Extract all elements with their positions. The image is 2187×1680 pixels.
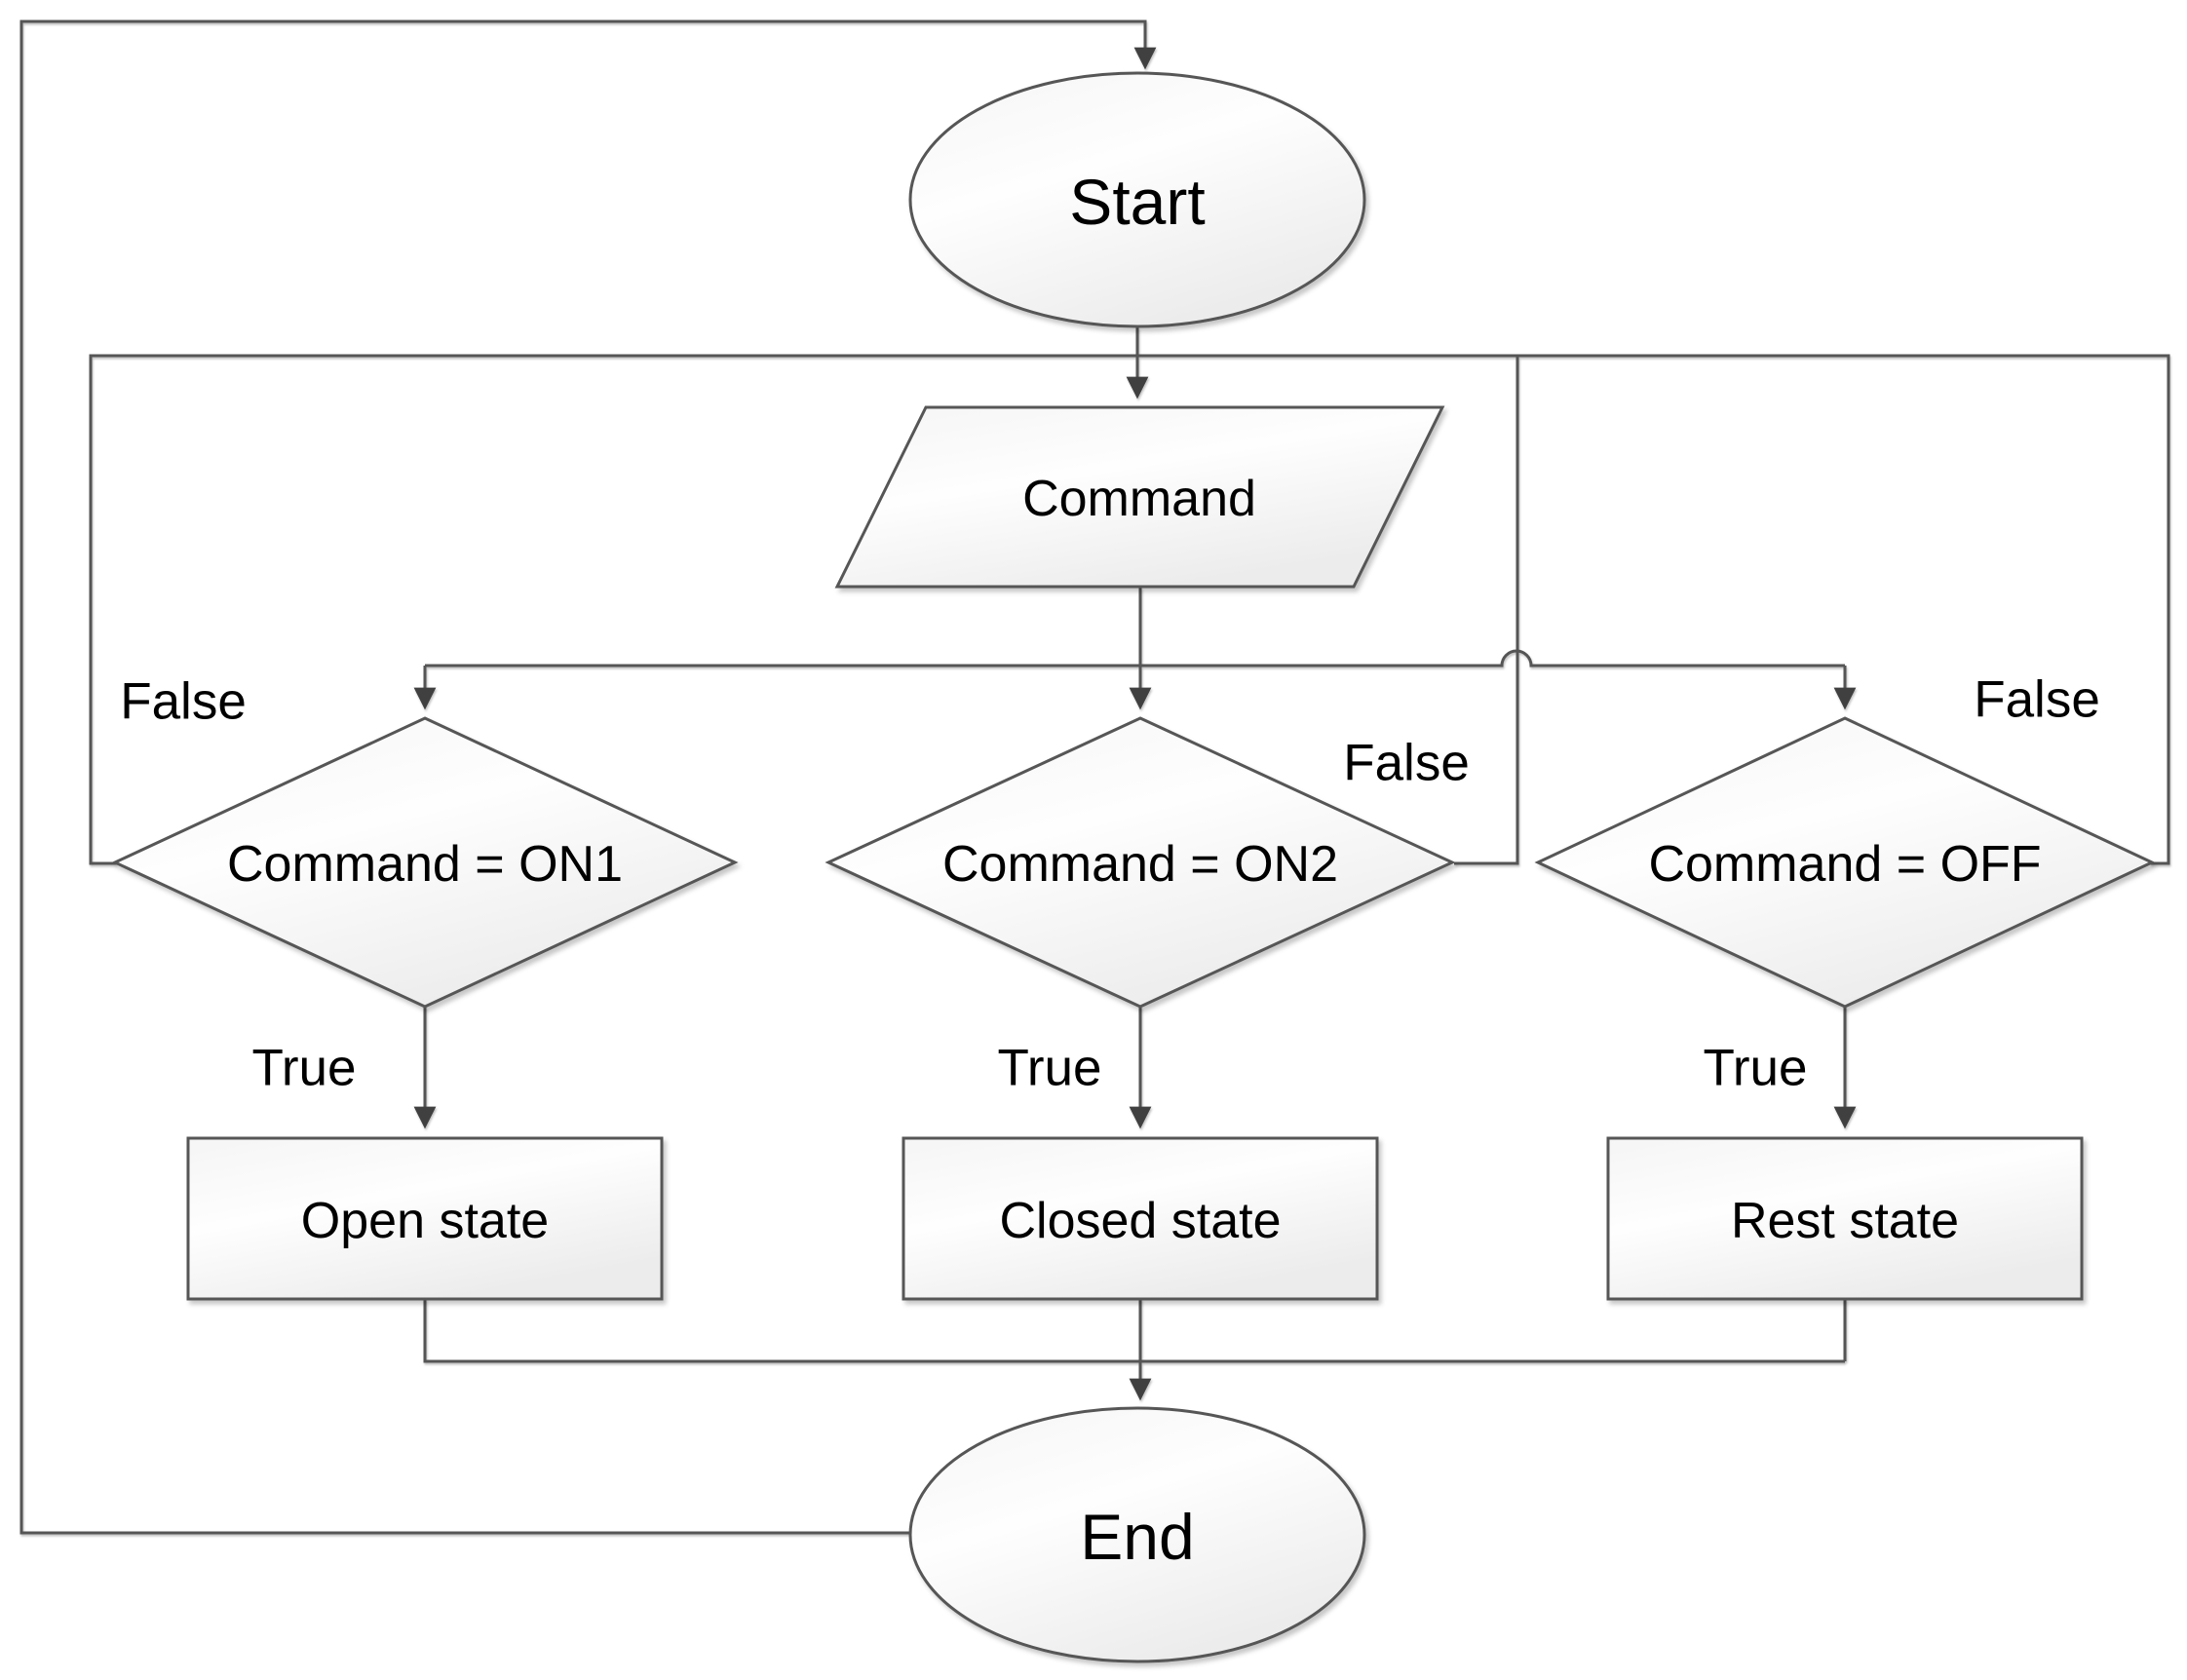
on1-true-label: True	[251, 1039, 357, 1097]
closed-state-node	[902, 1136, 1379, 1301]
edge-branch-rail	[425, 649, 1845, 668]
end-node	[908, 1406, 1366, 1663]
rest-state-node-label: Rest state	[1730, 1193, 1960, 1249]
on2-false-label: False	[1343, 734, 1470, 792]
check-on2-node	[825, 716, 1456, 1009]
edge-false-return-bus	[89, 354, 2170, 865]
off-false-label: False	[1974, 670, 2100, 729]
edge-end-to-start-loop	[19, 19, 1157, 1535]
check-off-node	[1534, 716, 2156, 1009]
edge-open-state-merge	[423, 1299, 1845, 1363]
end-node-label: End	[1080, 1501, 1195, 1573]
off-true-label: True	[1703, 1039, 1808, 1097]
command-node	[834, 405, 1445, 589]
open-state-node	[186, 1136, 664, 1301]
command-node-label: Command	[1022, 471, 1256, 527]
start-node	[908, 71, 1366, 328]
closed-state-node-label: Closed state	[999, 1193, 1282, 1249]
on1-false-label: False	[120, 672, 247, 731]
edge-on2-false-riser	[1454, 356, 1519, 865]
check-off-node-label: Command = OFF	[1648, 836, 2042, 893]
start-node-label: Start	[1069, 166, 1206, 238]
check-on1-node	[111, 716, 739, 1009]
open-state-node-label: Open state	[300, 1193, 550, 1249]
on2-true-label: True	[997, 1039, 1102, 1097]
rest-state-node	[1606, 1136, 2084, 1301]
check-on1-node-label: Command = ON1	[226, 836, 624, 893]
check-on2-node-label: Command = ON2	[941, 836, 1339, 893]
